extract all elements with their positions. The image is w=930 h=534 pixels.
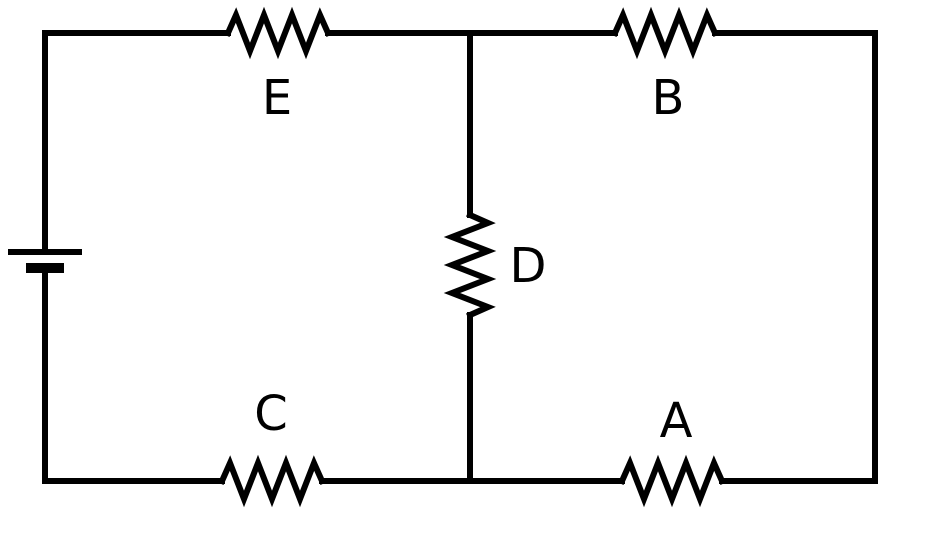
wires [42, 30, 878, 484]
wire-bottom-left [42, 265, 225, 484]
resistor-c-label: C [254, 386, 288, 442]
resistor-c-icon [218, 454, 326, 508]
resistor-b-icon [611, 6, 719, 60]
battery-icon [8, 249, 82, 273]
labels: E B D C A [254, 70, 692, 449]
wire-right [712, 30, 878, 484]
resistor-e-icon [224, 6, 332, 60]
resistor-e-label: E [262, 70, 292, 126]
resistors [218, 6, 726, 508]
wire-top-left [42, 30, 231, 255]
resistor-d-label: D [510, 238, 547, 294]
resistor-b-label: B [652, 70, 685, 126]
resistor-a-icon [618, 454, 726, 508]
resistor-a-label: A [660, 393, 693, 449]
resistor-d-icon [443, 211, 497, 319]
